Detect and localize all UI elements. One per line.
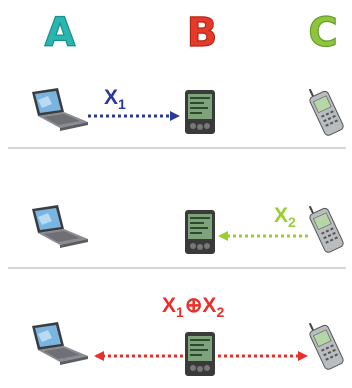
cell-phone-icon: [304, 82, 345, 138]
pda-icon: [185, 210, 215, 254]
label-x1: X1: [104, 86, 126, 112]
laptop-icon: [32, 88, 88, 131]
laptop-icon: [32, 205, 88, 248]
laptop-icon: [32, 322, 88, 365]
label-x1-xor-x2: X1⊕X2: [162, 294, 224, 320]
node-c-label: C: [308, 10, 337, 56]
node-a-label: A: [45, 10, 76, 56]
cell-phone-icon: [304, 316, 345, 372]
node-b-label: B: [187, 10, 218, 56]
pda-icon: [185, 90, 215, 134]
cell-phone-icon: [304, 199, 345, 255]
pda-icon: [185, 332, 215, 376]
label-x2: X2: [274, 204, 296, 230]
